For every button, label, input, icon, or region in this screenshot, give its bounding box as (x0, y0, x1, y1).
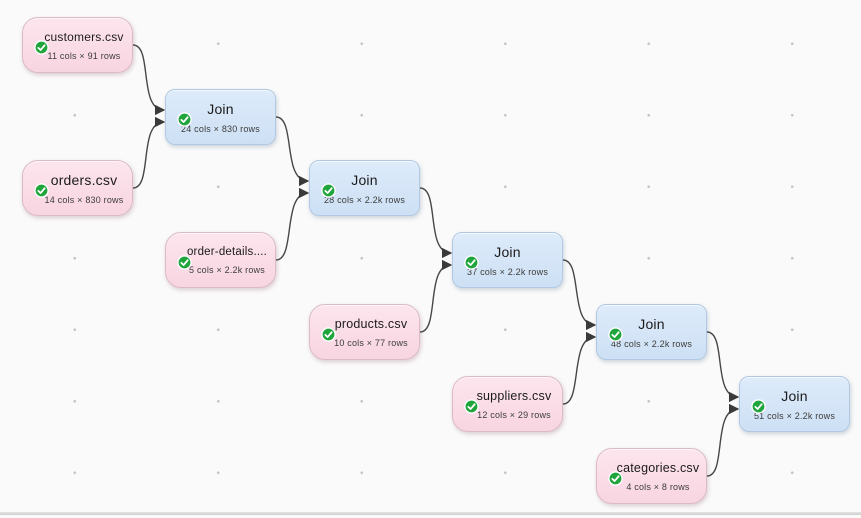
node-orders-csv[interactable]: orders.csv 14 cols × 830 rows (22, 160, 133, 216)
node-join-3[interactable]: Join 37 cols × 2.2k rows (452, 232, 563, 288)
check-circle-icon (177, 112, 192, 127)
node-join-4[interactable]: Join 48 cols × 2.2k rows (596, 304, 707, 360)
node-stats: 48 cols × 2.2k rows (610, 338, 693, 349)
check-circle-icon (608, 327, 623, 342)
connection-join3-to-join4 (562, 259, 597, 331)
node-title: orders.csv (50, 171, 118, 188)
node-customers-csv[interactable]: customers.csv 11 cols × 91 rows (22, 17, 133, 73)
node-title: categories.csv (616, 460, 700, 475)
node-title: customers.csv (44, 29, 124, 44)
node-title: Join (638, 315, 665, 332)
check-circle-icon (751, 399, 766, 414)
check-circle-icon (464, 255, 479, 270)
node-title: Join (207, 100, 234, 117)
connection-join2-to-join3 (419, 187, 453, 259)
node-stats: 14 cols × 830 rows (44, 194, 124, 205)
node-title: order-details.... (186, 245, 268, 258)
node-stats: 37 cols × 2.2k rows (466, 266, 549, 277)
node-join-2[interactable]: Join 28 cols × 2.2k rows (309, 160, 420, 216)
node-stats: 28 cols × 2.2k rows (323, 194, 406, 205)
connection-suppliers-to-join4 (562, 331, 597, 405)
node-stats: 24 cols × 830 rows (181, 123, 260, 134)
connection-orders-to-join1 (132, 116, 166, 189)
node-stats: 5 cols × 2.2k rows (189, 264, 265, 275)
node-suppliers-csv[interactable]: suppliers.csv 12 cols × 29 rows (452, 376, 563, 432)
connection-customers-to-join1 (132, 44, 166, 116)
node-stats: 4 cols × 8 rows (626, 481, 690, 492)
node-stats: 12 cols × 29 rows (477, 409, 551, 420)
node-stats: 11 cols × 91 rows (47, 50, 121, 61)
node-order-details-csv[interactable]: order-details.... 5 cols × 2.2k rows (165, 232, 276, 288)
check-circle-icon (321, 183, 336, 198)
check-circle-icon (34, 40, 49, 55)
check-circle-icon (34, 183, 49, 198)
canvas-bottom-edge (0, 512, 861, 515)
node-stats: 10 cols × 77 rows (334, 337, 408, 348)
node-title: Join (494, 243, 521, 260)
node-title: products.csv (334, 316, 408, 331)
connection-order_details-to-join2 (275, 187, 310, 261)
connection-join1-to-join2 (275, 116, 310, 187)
node-join-1[interactable]: Join 24 cols × 830 rows (165, 89, 276, 145)
node-title: Join (351, 171, 378, 188)
connection-join4-to-join5 (706, 331, 740, 403)
check-circle-icon (321, 327, 336, 342)
connection-products-to-join3 (419, 259, 453, 333)
node-join-5[interactable]: Join 51 cols × 2.2k rows (739, 376, 850, 432)
check-circle-icon (608, 471, 623, 486)
check-circle-icon (464, 399, 479, 414)
connection-categories-to-join5 (706, 403, 740, 477)
node-title: Join (781, 387, 808, 404)
node-stats: 51 cols × 2.2k rows (753, 410, 836, 421)
node-categories-csv[interactable]: categories.csv 4 cols × 8 rows (596, 448, 707, 504)
node-products-csv[interactable]: products.csv 10 cols × 77 rows (309, 304, 420, 360)
node-title: suppliers.csv (476, 388, 552, 403)
check-circle-icon (177, 255, 192, 270)
